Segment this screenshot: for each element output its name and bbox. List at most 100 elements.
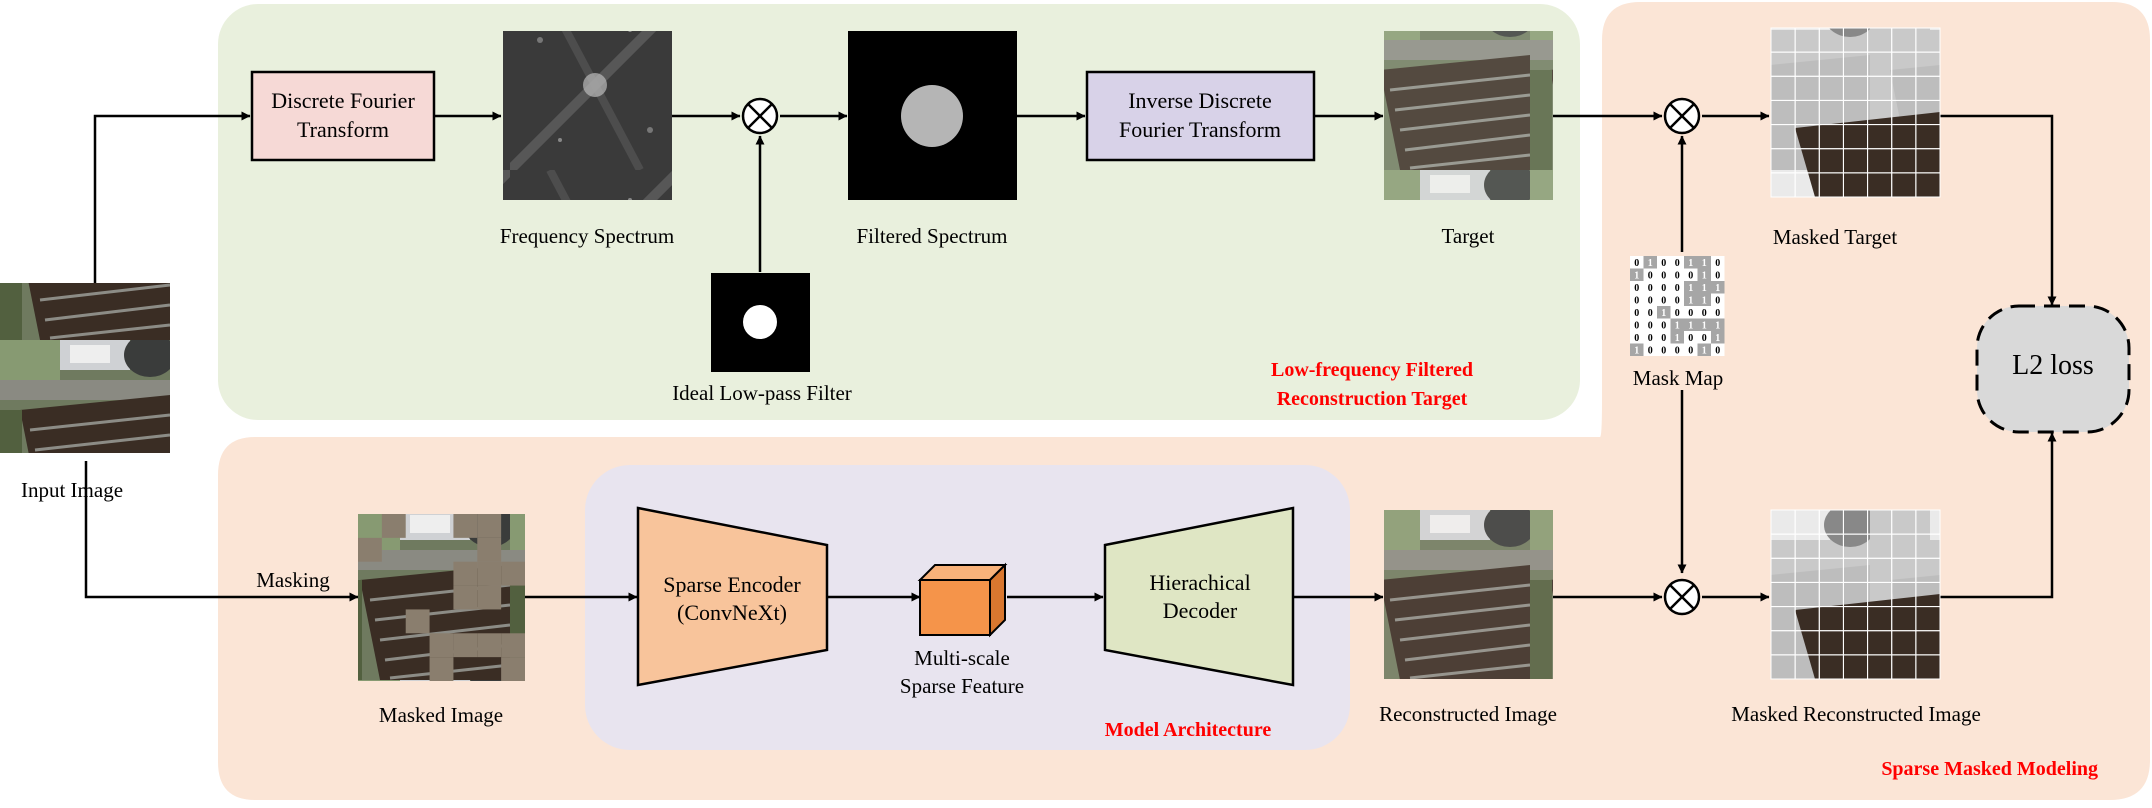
- mask-cell-value: 0: [1634, 283, 1639, 294]
- feature-label-line2: Sparse Feature: [900, 674, 1024, 698]
- dft-label-line1: Discrete Fourier: [271, 88, 415, 113]
- mask-cell: [1643, 256, 1657, 269]
- mask-cell: [1711, 331, 1725, 344]
- mask-cell-value: 1: [1715, 321, 1720, 332]
- mask-cell: [1697, 343, 1711, 356]
- mask-cell-value: 0: [1715, 296, 1720, 307]
- mask-cell-value: 0: [1675, 346, 1680, 357]
- patch-cell: [501, 633, 525, 658]
- mask-cell: [1643, 268, 1657, 281]
- mask-cell-value: 1: [1688, 283, 1693, 294]
- mask-cell: [1657, 318, 1671, 331]
- patch-cell: [453, 561, 478, 586]
- mask-cell-value: 0: [1634, 308, 1639, 319]
- mask-cell: [1657, 306, 1671, 319]
- mask-cell-value: 0: [1661, 258, 1666, 269]
- mask-cell-value: 0: [1634, 321, 1639, 332]
- mask-cell-value: 0: [1648, 283, 1653, 294]
- mask-cell: [1697, 268, 1711, 281]
- mask-cell-value: 0: [1675, 271, 1680, 282]
- patch-cell: [1915, 172, 1941, 198]
- reconstructed-image: [1384, 510, 1553, 679]
- mask-cell: [1684, 318, 1698, 331]
- mask-cell: [1670, 343, 1684, 356]
- mask-cell-value: 0: [1715, 308, 1720, 319]
- mask-cell-value: 0: [1661, 321, 1666, 332]
- mask-cell-value: 0: [1661, 296, 1666, 307]
- patch-cell: [381, 514, 406, 538]
- target-label: Target: [1442, 224, 1495, 248]
- arrow-input-to-masked: [84, 461, 359, 602]
- mask-cell: [1657, 343, 1671, 356]
- arrow-masked-target-to-loss: [1940, 114, 2057, 306]
- mask-cell-value: 1: [1715, 333, 1720, 344]
- mask-cell: [1643, 293, 1657, 306]
- mask-cell-value: 1: [1702, 271, 1707, 282]
- mask-cell-value: 0: [1688, 346, 1693, 357]
- mask-cell-value: 0: [1648, 271, 1653, 282]
- patch-cell: [453, 585, 478, 610]
- mask-cell: [1630, 318, 1644, 331]
- mask-cell-value: 0: [1661, 283, 1666, 294]
- mask-cell: [1670, 293, 1684, 306]
- mask-cell: [1643, 318, 1657, 331]
- encoder-label-line1: Sparse Encoder: [663, 572, 801, 597]
- sparse-encoder-block: [636, 506, 829, 687]
- mask-cell: [1670, 281, 1684, 294]
- mask-cell: [1657, 331, 1671, 344]
- idft-label-line1: Inverse Discrete: [1128, 88, 1272, 113]
- reconstructed-image-label: Reconstructed Image: [1379, 702, 1557, 726]
- mask-cell-value: 0: [1648, 308, 1653, 319]
- input-image-label: Input Image: [21, 478, 123, 502]
- mask-cell: [1670, 268, 1684, 281]
- mask-cell: [1630, 256, 1644, 269]
- mask-cell: [1711, 343, 1725, 356]
- model-region-label: Model Architecture: [1105, 719, 1272, 741]
- patch-cell: [501, 561, 525, 586]
- input-image: [0, 283, 170, 453]
- idft-label-line2: Fourier Transform: [1119, 117, 1281, 142]
- mask-cell: [1697, 331, 1711, 344]
- patch-cell: [453, 514, 478, 538]
- mask-cell-value: 0: [1675, 258, 1680, 269]
- mask-cell-value: 0: [1661, 271, 1666, 282]
- mask-cell: [1630, 281, 1644, 294]
- mask-cell: [1684, 331, 1698, 344]
- mask-cell-value: 1: [1702, 321, 1707, 332]
- mask-cell-value: 1: [1675, 321, 1680, 332]
- mask-cell-value: 0: [1675, 296, 1680, 307]
- mask-cell-value: 0: [1715, 258, 1720, 269]
- patch-cell: [1915, 654, 1941, 680]
- mask-cell: [1697, 281, 1711, 294]
- mask-cell: [1697, 293, 1711, 306]
- mask-cell-value: 1: [1702, 296, 1707, 307]
- idft-box: [1085, 70, 1316, 162]
- mask-cell: [1711, 268, 1725, 281]
- mask-cell: [1643, 306, 1657, 319]
- mask-cell-value: 0: [1715, 271, 1720, 282]
- l2-loss-label: L2 loss: [2012, 350, 2094, 381]
- filtered-disk: [901, 85, 963, 147]
- connectors: [84, 111, 2057, 602]
- mask-cell-value: 0: [1715, 346, 1720, 357]
- mask-cell: [1657, 281, 1671, 294]
- decoder-label-line1: Hierachical: [1149, 570, 1250, 595]
- patch-cell: [477, 633, 502, 658]
- mask-cell-value: 0: [1702, 308, 1707, 319]
- encoder-label-line2: (ConvNeXt): [677, 600, 787, 625]
- mask-cell: [1711, 256, 1725, 269]
- mask-cell: [1684, 306, 1698, 319]
- multiply-icon: [741, 97, 779, 135]
- bottom-region-label: Sparse Masked Modeling: [1881, 758, 2098, 780]
- masking-label: Masking: [256, 568, 330, 592]
- frequency-spectrum-label: Frequency Spectrum: [500, 224, 674, 248]
- mask-cell-value: 0: [1675, 283, 1680, 294]
- mask-cell-value: 0: [1675, 308, 1680, 319]
- mask-cell-value: 1: [1702, 258, 1707, 269]
- l2-loss-box: [1975, 304, 2131, 434]
- mask-cell-value: 1: [1675, 333, 1680, 344]
- mask-cell-value: 0: [1634, 296, 1639, 307]
- mask-cell: [1684, 256, 1698, 269]
- mask-cell-value: 1: [1661, 308, 1666, 319]
